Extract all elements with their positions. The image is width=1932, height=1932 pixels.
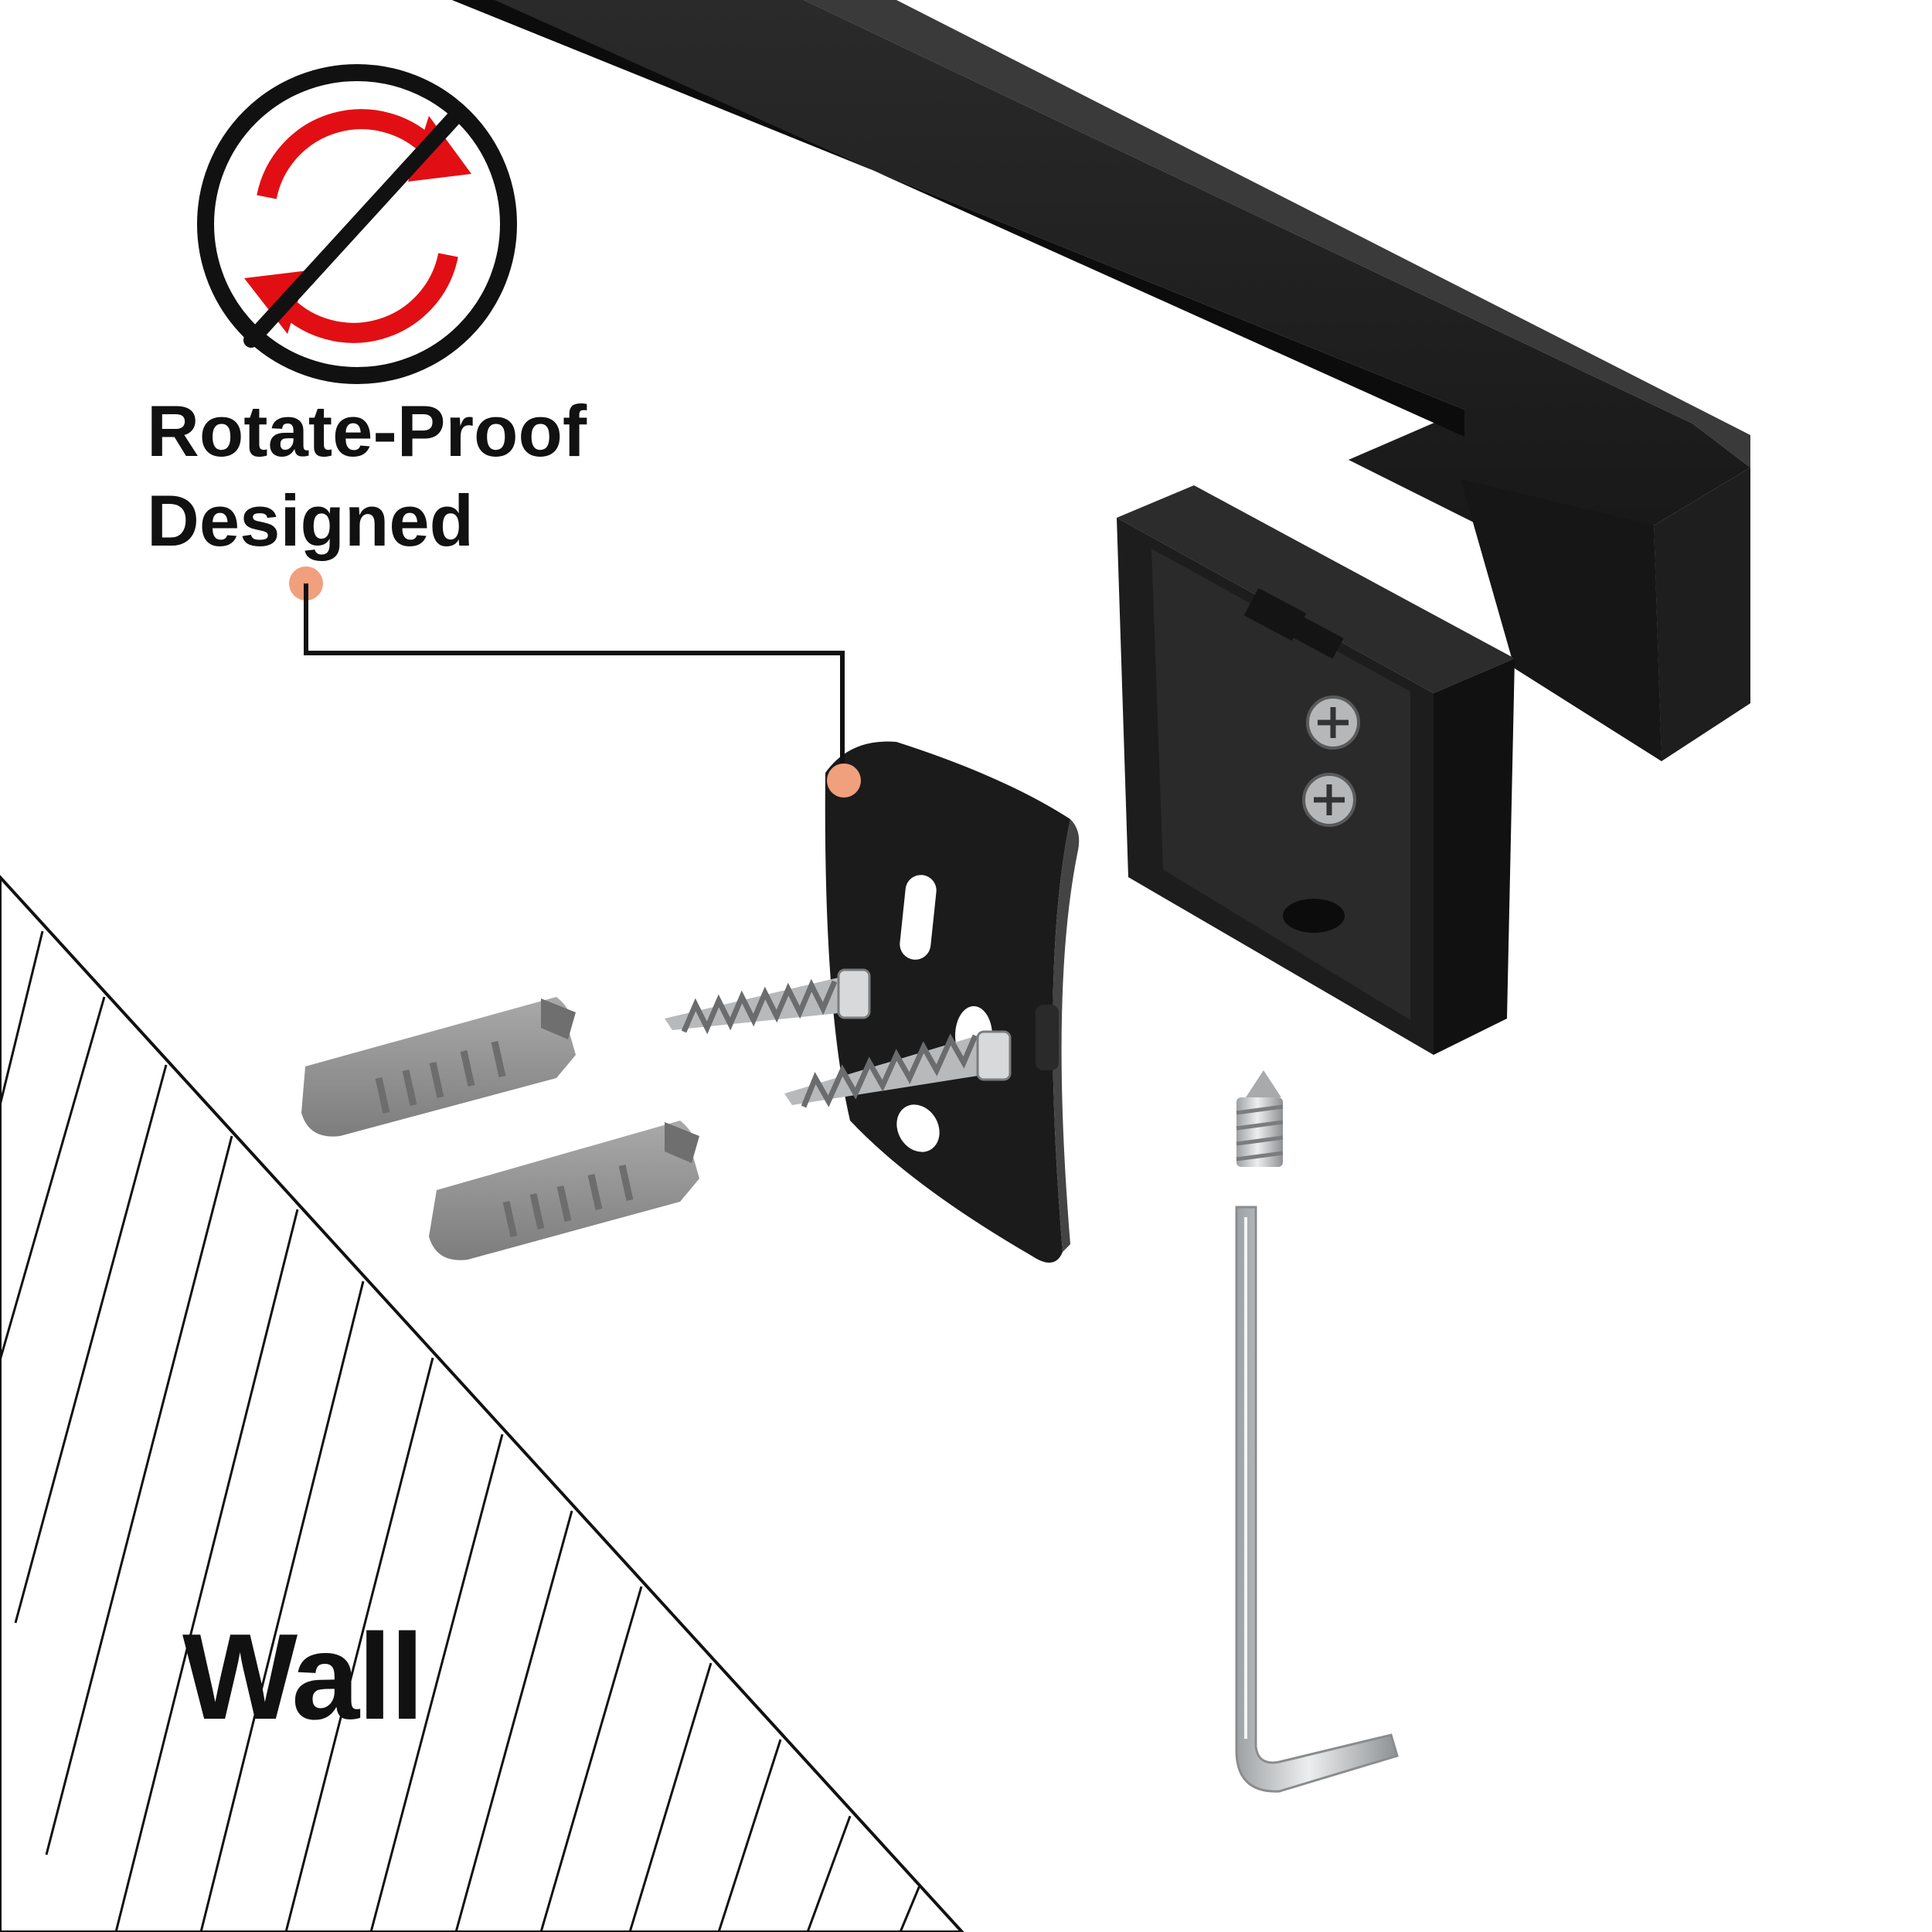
feature-title-line2: Designed <box>147 480 474 561</box>
mounting-bracket <box>825 741 1080 1263</box>
feature-title: Rotate-Proof Designed <box>147 386 587 566</box>
wall-anchor-lower <box>429 1121 699 1260</box>
base-screw-bottom <box>1302 773 1356 827</box>
no-rotation-icon <box>197 64 517 384</box>
towel-bar <box>452 0 1750 761</box>
wall-anchor-upper <box>301 997 576 1137</box>
set-screw <box>1236 1070 1284 1167</box>
wall-section <box>0 875 964 1932</box>
allen-key <box>1235 1206 1399 1793</box>
wood-screw-upper <box>665 968 871 1035</box>
base-screw-top <box>1306 696 1360 750</box>
feature-title-line1: Rotate-Proof <box>147 390 587 471</box>
callout-connector <box>289 566 861 798</box>
wall-mount-base <box>1117 485 1515 1055</box>
wall-label: Wall <box>182 1609 424 1745</box>
wood-screw-lower <box>784 1030 1012 1108</box>
